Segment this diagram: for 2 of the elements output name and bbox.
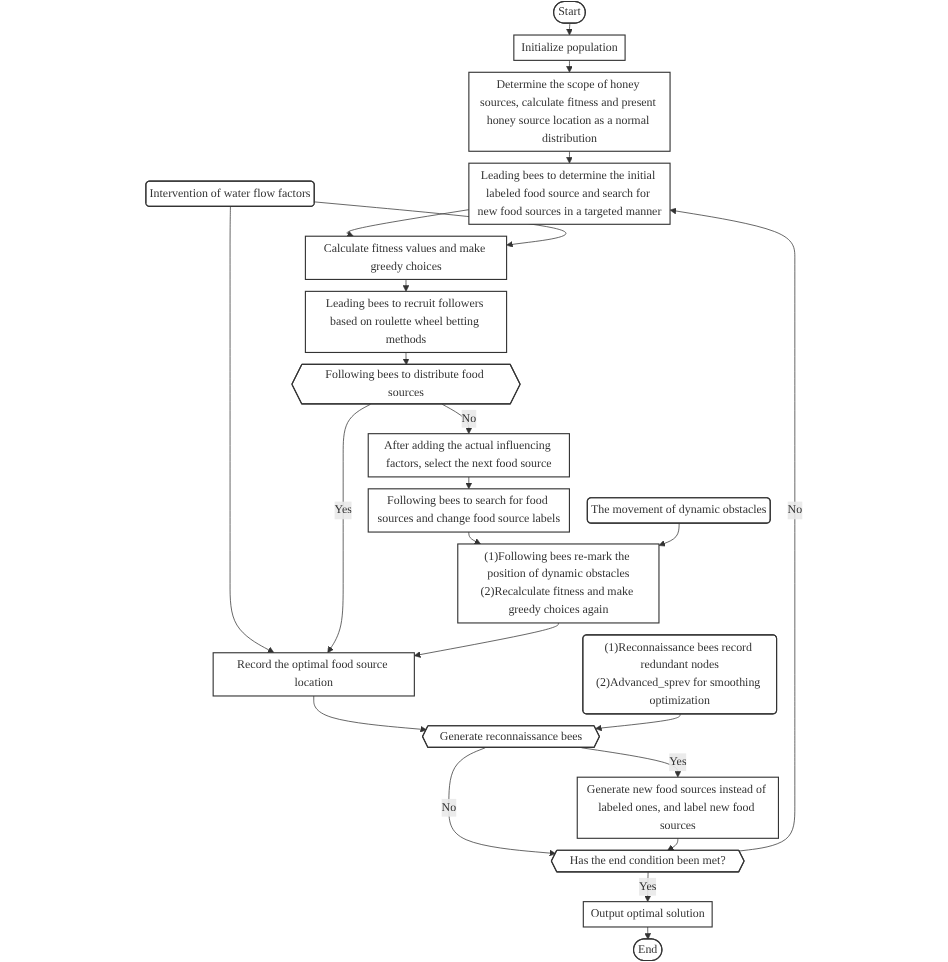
arrow [566,23,573,36]
arrow [566,60,573,73]
